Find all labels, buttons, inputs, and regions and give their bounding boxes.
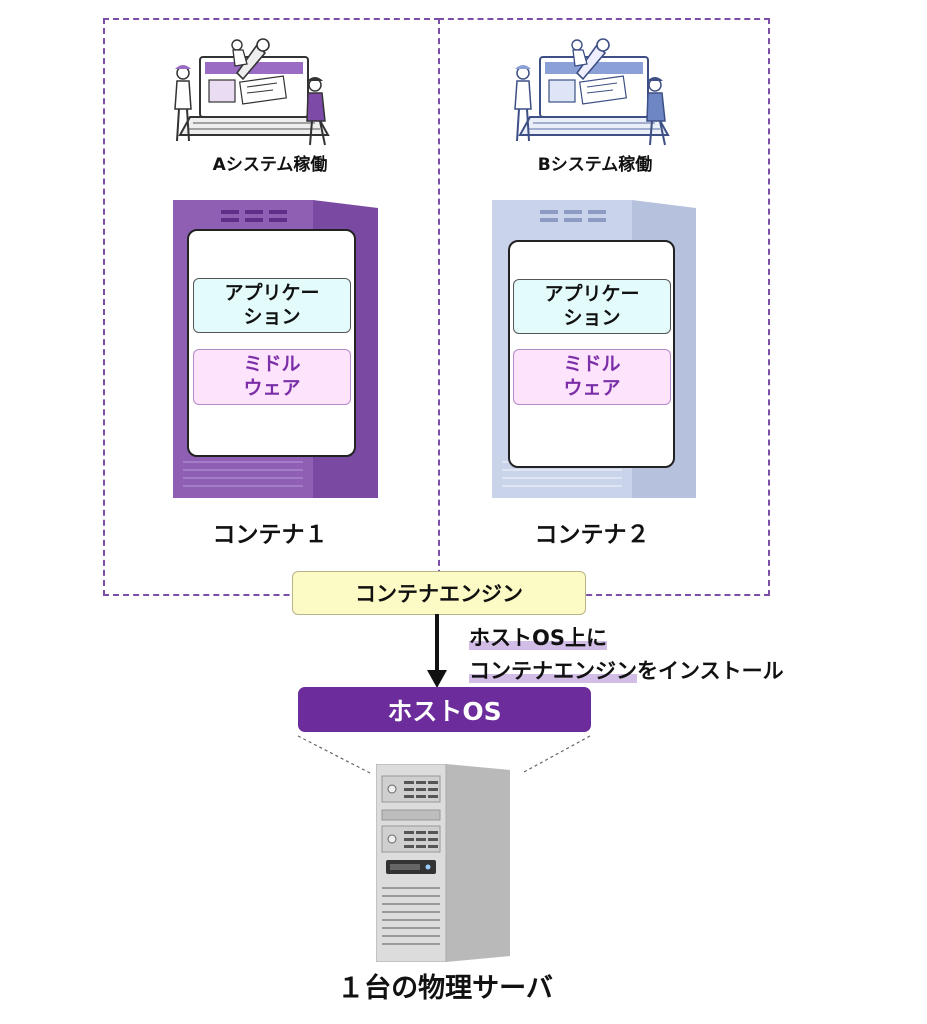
install-note-highlight-2: コンテナエンジン xyxy=(469,659,637,683)
install-arrow xyxy=(427,614,447,688)
install-note-line1: ホストOS上に xyxy=(469,622,607,652)
container-1-screen xyxy=(187,229,356,457)
container-engine: コンテナエンジン xyxy=(292,571,586,615)
projection-lines xyxy=(297,735,591,775)
system-b-label: Bシステム稼働 xyxy=(537,155,653,175)
install-note-highlight-1: ホストOS上に xyxy=(469,626,607,650)
container-1-name: コンテナ１ xyxy=(212,522,328,548)
container-2-name: コンテナ２ xyxy=(534,522,650,548)
maintenance-illustration-b xyxy=(514,38,670,146)
physical-server-icon xyxy=(376,764,510,962)
host-os-bar: ホストOS xyxy=(298,687,591,732)
install-note-line2: コンテナエンジンをインストール xyxy=(469,655,784,685)
application-layer-1: アプリケー ション xyxy=(193,278,351,333)
application-layer-2: アプリケー ション xyxy=(513,279,671,334)
system-a-label: Aシステム稼働 xyxy=(212,155,328,175)
physical-server-label: １台の物理サーバ xyxy=(337,973,553,1004)
container-1-area xyxy=(103,18,440,596)
middleware-layer-1: ミドル ウェア xyxy=(193,349,351,405)
middleware-layer-2: ミドル ウェア xyxy=(513,349,671,405)
install-note-rest: をインストール xyxy=(637,659,784,683)
container-2-area xyxy=(438,18,770,596)
maintenance-illustration-a xyxy=(174,38,330,146)
